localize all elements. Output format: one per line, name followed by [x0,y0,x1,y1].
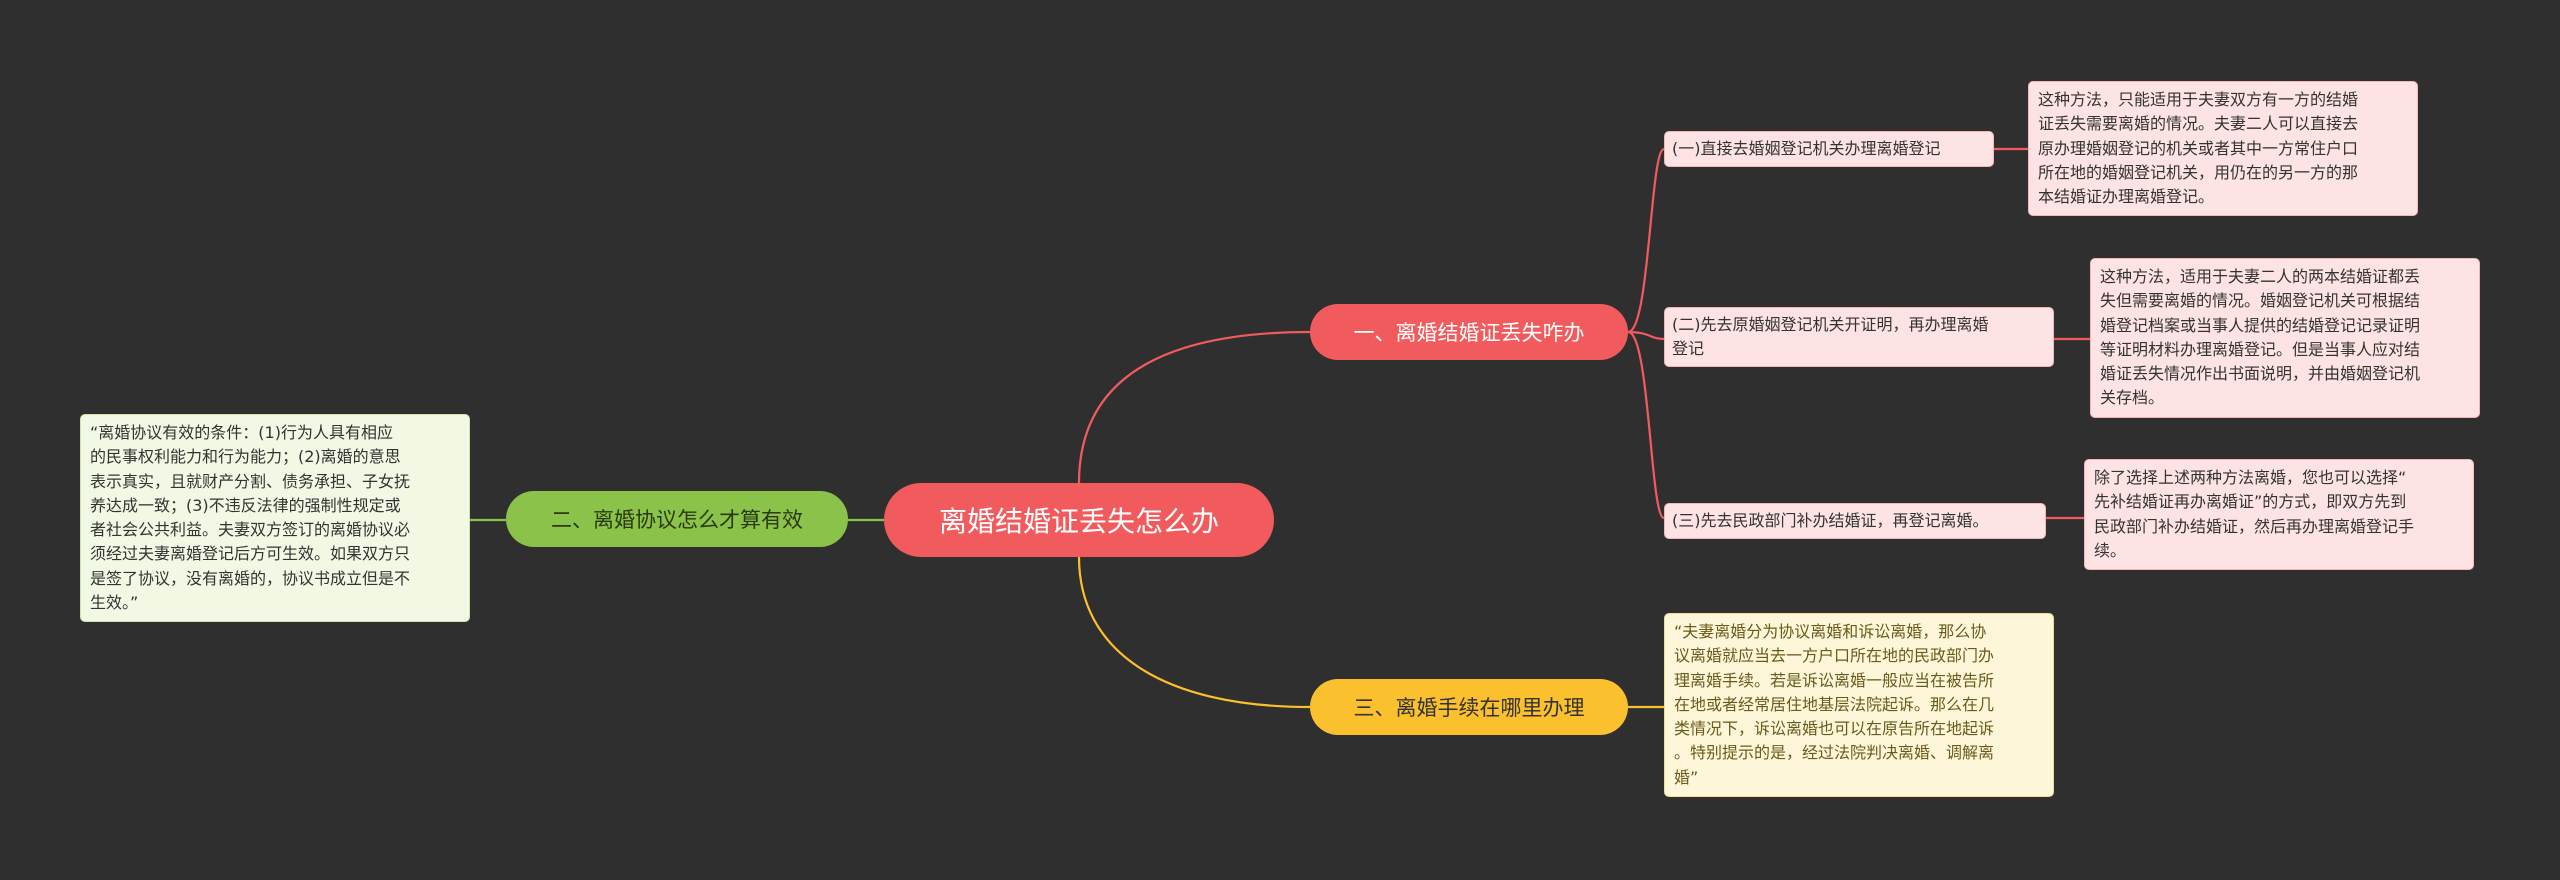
sub-topic-reissue-certificate[interactable]: (三)先去民政部门补办结婚证，再登记离婚。 [1664,503,2046,539]
sub-topic-direct-registration[interactable]: (一)直接去婚姻登记机关办理离婚登记 [1664,131,1994,167]
detail-reissue-certificate: 除了选择上述两种方法离婚，您也可以选择“ 先补结婚证再办离婚证”的方式，即双方先… [2084,459,2474,571]
branch-lost-certificate[interactable]: 一、离婚结婚证丢失咋办 [1310,304,1628,360]
link-root-branch1 [1077,330,1311,484]
root-topic[interactable]: 离婚结婚证丢失怎么办 [884,483,1274,557]
sub-topic-certificate-proof[interactable]: (二)先去原婚姻登记机关开证明，再办理离婚 登记 [1664,307,2054,367]
detail-certificate-proof: 这种方法，适用于夫妻二人的两本结婚证都丢 失但需要离婚的情况。婚姻登记机关可根据… [2090,258,2480,418]
link-branch1-sub1 [1627,147,1666,334]
detail-where-to-process: “夫妻离婚分为协议离婚和诉讼离婚，那么协 议离婚就应当去一方户口所在地的民政部门… [1664,613,2054,798]
link-root-branch3 [1077,556,1311,709]
branch-agreement-validity[interactable]: 二、离婚协议怎么才算有效 [506,491,848,547]
link-branch1-sub2 [1627,330,1665,341]
branch-where-to-process[interactable]: 三、离婚手续在哪里办理 [1310,679,1628,735]
detail-direct-registration: 这种方法，只能适用于夫妻双方有一方的结婚 证丢失需要离婚的情况。夫妻二人可以直接… [2028,81,2418,217]
link-branch1-sub3 [1627,330,1666,520]
detail-agreement-validity: “离婚协议有效的条件：(1)行为人具有相应 的民事权利能力和行为能力；(2)离婚… [80,414,470,623]
